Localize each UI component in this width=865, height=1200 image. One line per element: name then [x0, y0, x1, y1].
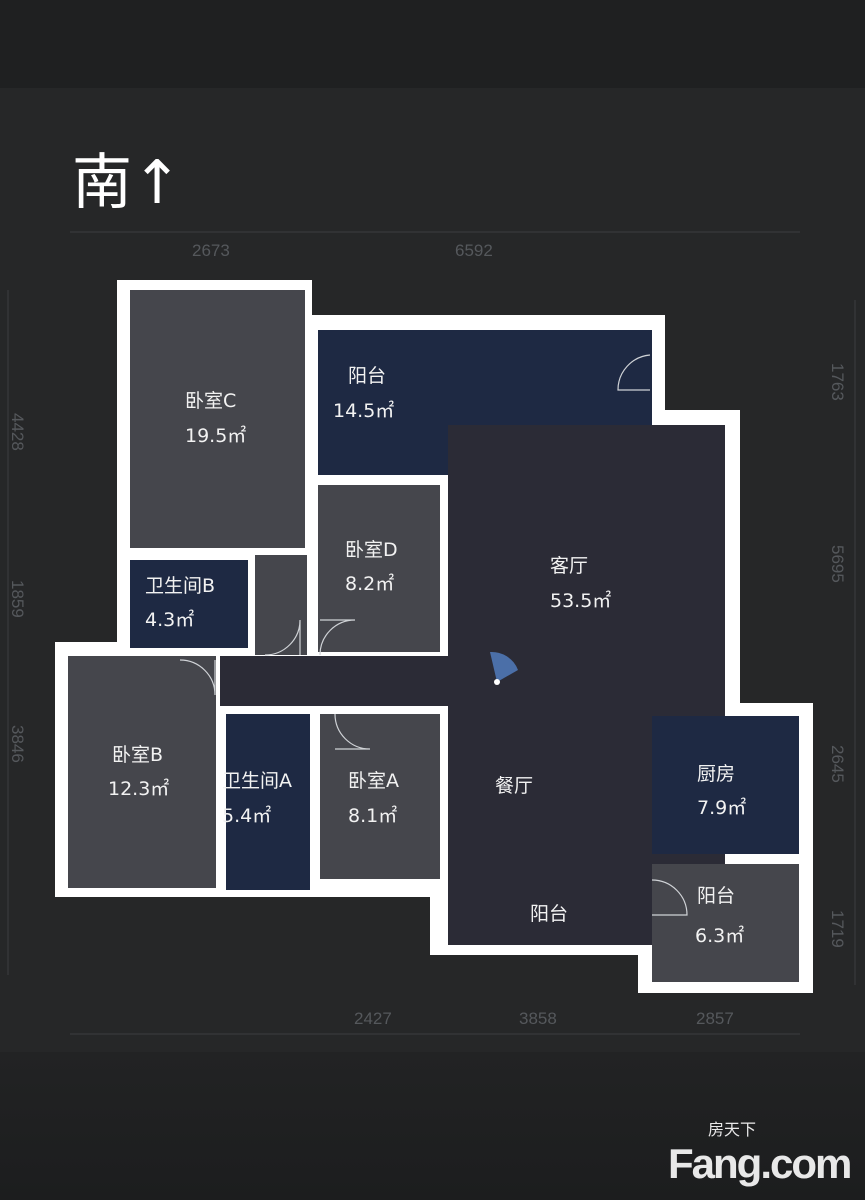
label-balcony-mid: 阳台: [530, 903, 568, 925]
label-balcony-small: 阳台: [697, 885, 735, 907]
room-bath-b: [130, 560, 248, 648]
top-band: [0, 0, 865, 88]
dim-right-2: 5695: [828, 545, 847, 583]
room-bedroom-a: [320, 714, 440, 879]
room-bath-a: [226, 714, 310, 890]
room-bedroom-b: [68, 656, 216, 888]
label-kitchen: 厨房: [697, 763, 735, 785]
dim-top-1: 2673: [192, 241, 230, 260]
watermark-cn: 房天下: [708, 1122, 757, 1139]
area-bath-b: 4.3㎡: [145, 608, 194, 631]
watermark-logo: 房天下 Fang.com: [668, 1122, 858, 1192]
viewpoint-marker-icon: [490, 651, 518, 682]
dim-right-3: 2645: [828, 745, 847, 783]
label-bedroom-c: 卧室C: [185, 390, 236, 412]
dim-left-3: 3846: [8, 725, 27, 763]
viewpoint-dot-icon: [494, 679, 500, 685]
orientation-label: 南↑: [72, 148, 183, 218]
dim-top-2: 6592: [455, 241, 493, 260]
room-kitchen: [652, 716, 799, 854]
door-swings: [179, 354, 688, 916]
room-bedroom-c: [130, 290, 305, 548]
label-bath-b: 卫生间B: [145, 575, 215, 597]
label-balcony-top: 阳台: [348, 365, 386, 387]
dim-bottom-3: 2857: [696, 1009, 734, 1028]
area-balcony-small: 6.3㎡: [695, 924, 744, 947]
dim-right-4: 1719: [828, 910, 847, 948]
label-bedroom-b: 卧室B: [112, 744, 163, 766]
dim-bottom-1: 2427: [354, 1009, 392, 1028]
area-bedroom-d: 8.2㎡: [345, 572, 394, 595]
label-living: 客厅: [550, 555, 588, 577]
bottom-band: [0, 1052, 865, 1200]
dim-left-2: 1859: [8, 580, 27, 618]
dim-left-1: 4428: [8, 413, 27, 451]
watermark-en: Fang.com: [668, 1140, 852, 1187]
room-balcony-small: [652, 864, 799, 982]
room-living-dining: [448, 425, 725, 945]
area-kitchen: 7.9㎡: [697, 796, 746, 819]
corridor: [220, 656, 450, 706]
area-bedroom-b: 12.3㎡: [108, 777, 169, 800]
closet: [255, 555, 307, 655]
area-bedroom-c: 19.5㎡: [185, 424, 246, 447]
area-balcony-top: 14.5㎡: [333, 399, 394, 422]
label-bedroom-a: 卧室A: [348, 770, 399, 792]
area-bedroom-a: 8.1㎡: [348, 804, 397, 827]
label-bedroom-d: 卧室D: [345, 539, 398, 561]
label-bath-a: 卫生间A: [222, 770, 292, 792]
dim-right-1: 1763: [828, 363, 847, 401]
area-bath-a: 5.4㎡: [222, 804, 271, 827]
area-living: 53.5㎡: [550, 589, 611, 612]
dim-bottom-2: 3858: [519, 1009, 557, 1028]
label-dining: 餐厅: [495, 775, 533, 797]
room-bedroom-d: [318, 485, 440, 652]
